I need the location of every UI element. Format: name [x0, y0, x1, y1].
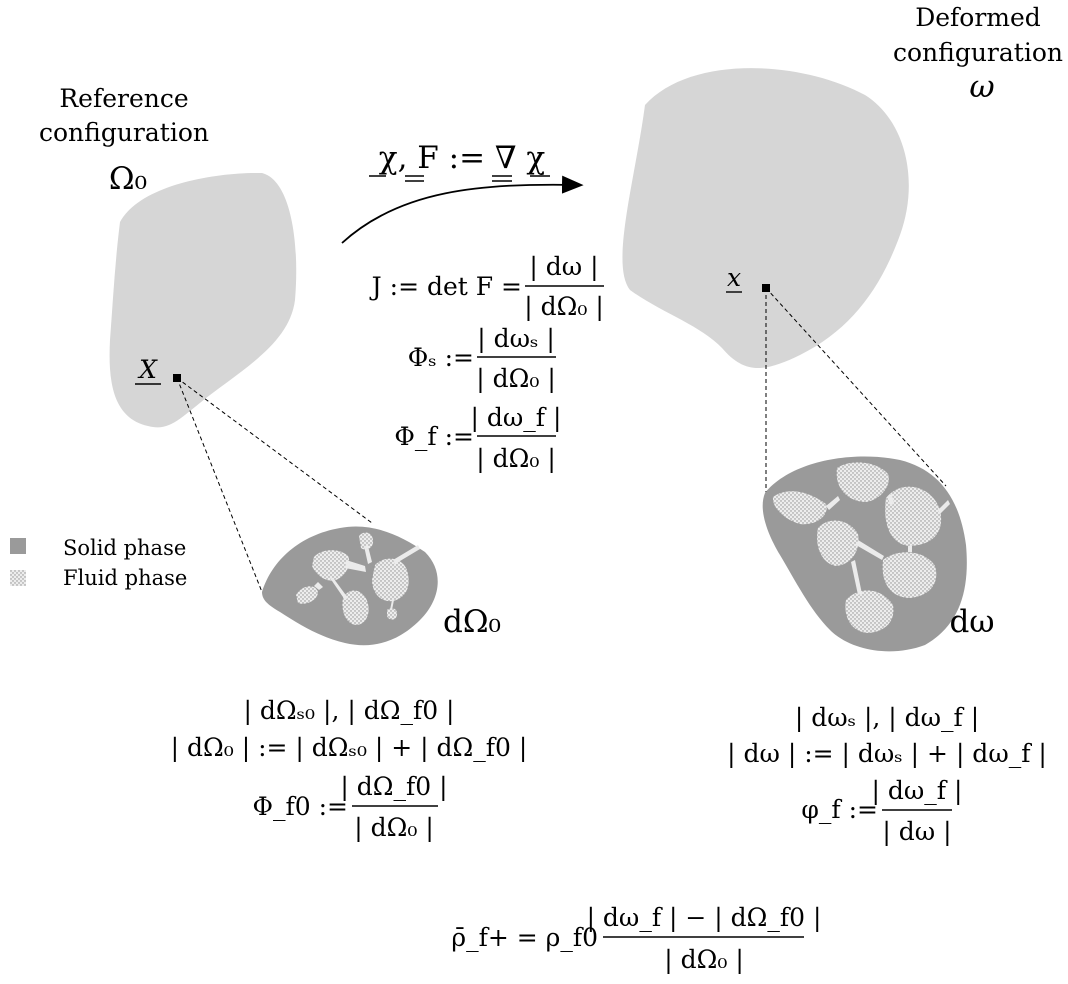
density-lhs: ρ̄_f+ = ρ_f0 — [451, 923, 598, 952]
phi-f-deformed-denominator: | dω | — [882, 817, 951, 847]
deformed-point-label: x — [727, 263, 741, 292]
reference-volume-element — [262, 526, 438, 646]
fluid-phase-pore — [845, 590, 894, 633]
jacobian-denominator: | dΩ₀ | — [524, 292, 604, 322]
jacobian-formula: J := det F = | dω | | dΩ₀ | — [369, 252, 604, 322]
fluid-phase-pore — [836, 462, 889, 502]
jacobian-numerator: | dω | — [529, 252, 598, 282]
phi-f-deformed-lhs: φ_f := — [801, 795, 878, 824]
phi-f-deformed-numerator: | dω_f | — [872, 776, 963, 806]
phi-f-denominator: | dΩ₀ | — [476, 444, 556, 474]
reference-point-label: X — [137, 355, 158, 384]
phi-f0-denominator: | dΩ₀ | — [354, 813, 434, 843]
zoom-line — [765, 287, 947, 487]
reference-body — [109, 172, 297, 428]
deformed-title-line1: Deformed — [915, 3, 1041, 32]
phi-f0-lhs: Φ_f0 := — [253, 792, 348, 821]
deformed-title-line2: configuration — [893, 38, 1063, 67]
reference-formula-line2: | dΩ₀ | := | dΩₛ₀ | + | dΩ_f0 | — [171, 733, 528, 763]
reference-formula-line1: | dΩₛ₀ |, | dΩ_f0 | — [244, 696, 455, 726]
zoom-line — [176, 377, 263, 593]
legend-solid-label: Solid phase — [63, 536, 186, 560]
fluid-phase-pore — [772, 491, 827, 525]
fluid-phase-pore — [359, 532, 374, 550]
legend-fluid-label: Fluid phase — [63, 566, 187, 590]
phi-f-lhs: Φ_f := — [394, 422, 474, 451]
fluid-channel — [314, 545, 420, 610]
fluid-phase-pore — [387, 608, 398, 620]
density-numerator: | dω_f | − | dΩ_f0 | — [587, 903, 822, 933]
fluid-phase-pore — [885, 486, 942, 546]
reference-title-line1: Reference — [59, 84, 188, 113]
fluid-phase-swatch — [10, 570, 26, 586]
fluid-phase-pore — [312, 550, 350, 581]
deformed-formula-line2: | dω | := | dωₛ | + | dω_f | — [727, 739, 1047, 769]
zoom-line — [176, 377, 373, 524]
deformed-body — [622, 68, 909, 369]
fluid-phase-pore — [817, 520, 859, 566]
deformed-volume-element — [762, 456, 967, 652]
density-formula: ρ̄_f+ = ρ_f0 | dω_f | − | dΩ_f0 | | dΩ₀ … — [451, 903, 821, 975]
fluid-phase-pore — [296, 586, 318, 604]
solid-phase-region — [262, 526, 438, 646]
phi-f0-numerator: | dΩ_f0 | — [340, 772, 447, 802]
deformed-formulas: | dωₛ |, | dω_f | | dω | := | dωₛ | + | … — [727, 703, 1047, 847]
fluid-phase-pore — [372, 558, 409, 602]
fluid-phase-pore — [882, 552, 937, 598]
deformed-formula-line1: | dωₛ |, | dω_f | — [795, 703, 979, 733]
density-denominator: | dΩ₀ | — [664, 945, 744, 975]
jacobian-lhs: J := det F = — [369, 272, 522, 301]
fluid-channel — [826, 494, 950, 595]
mapping-arrow — [341, 175, 584, 244]
phi-f-formula: Φ_f := | dω_f | | dΩ₀ | — [394, 403, 561, 474]
solid-phase-swatch — [10, 538, 26, 554]
phi-s-lhs: Φₛ := — [408, 343, 474, 372]
phi-s-formula: Φₛ := | dωₛ | | dΩ₀ | — [408, 324, 556, 394]
reference-formulas: | dΩₛ₀ |, | dΩ_f0 | | dΩ₀ | := | dΩₛ₀ | … — [171, 696, 528, 843]
reference-symbol: Ω₀ — [109, 161, 147, 197]
deformed-symbol: ω — [969, 69, 994, 105]
phi-s-numerator: | dωₛ | — [477, 324, 555, 354]
reference-title-line2: configuration — [39, 118, 209, 147]
reference-volume-label: dΩ₀ — [443, 604, 501, 640]
fluid-phase-pore — [342, 590, 369, 625]
deformed-volume-label: dω — [949, 604, 994, 640]
phi-s-denominator: | dΩ₀ | — [476, 364, 556, 394]
phi-f-numerator: | dω_f | — [471, 403, 562, 433]
mapping-label: χ, F := ∇ χ — [379, 140, 546, 176]
